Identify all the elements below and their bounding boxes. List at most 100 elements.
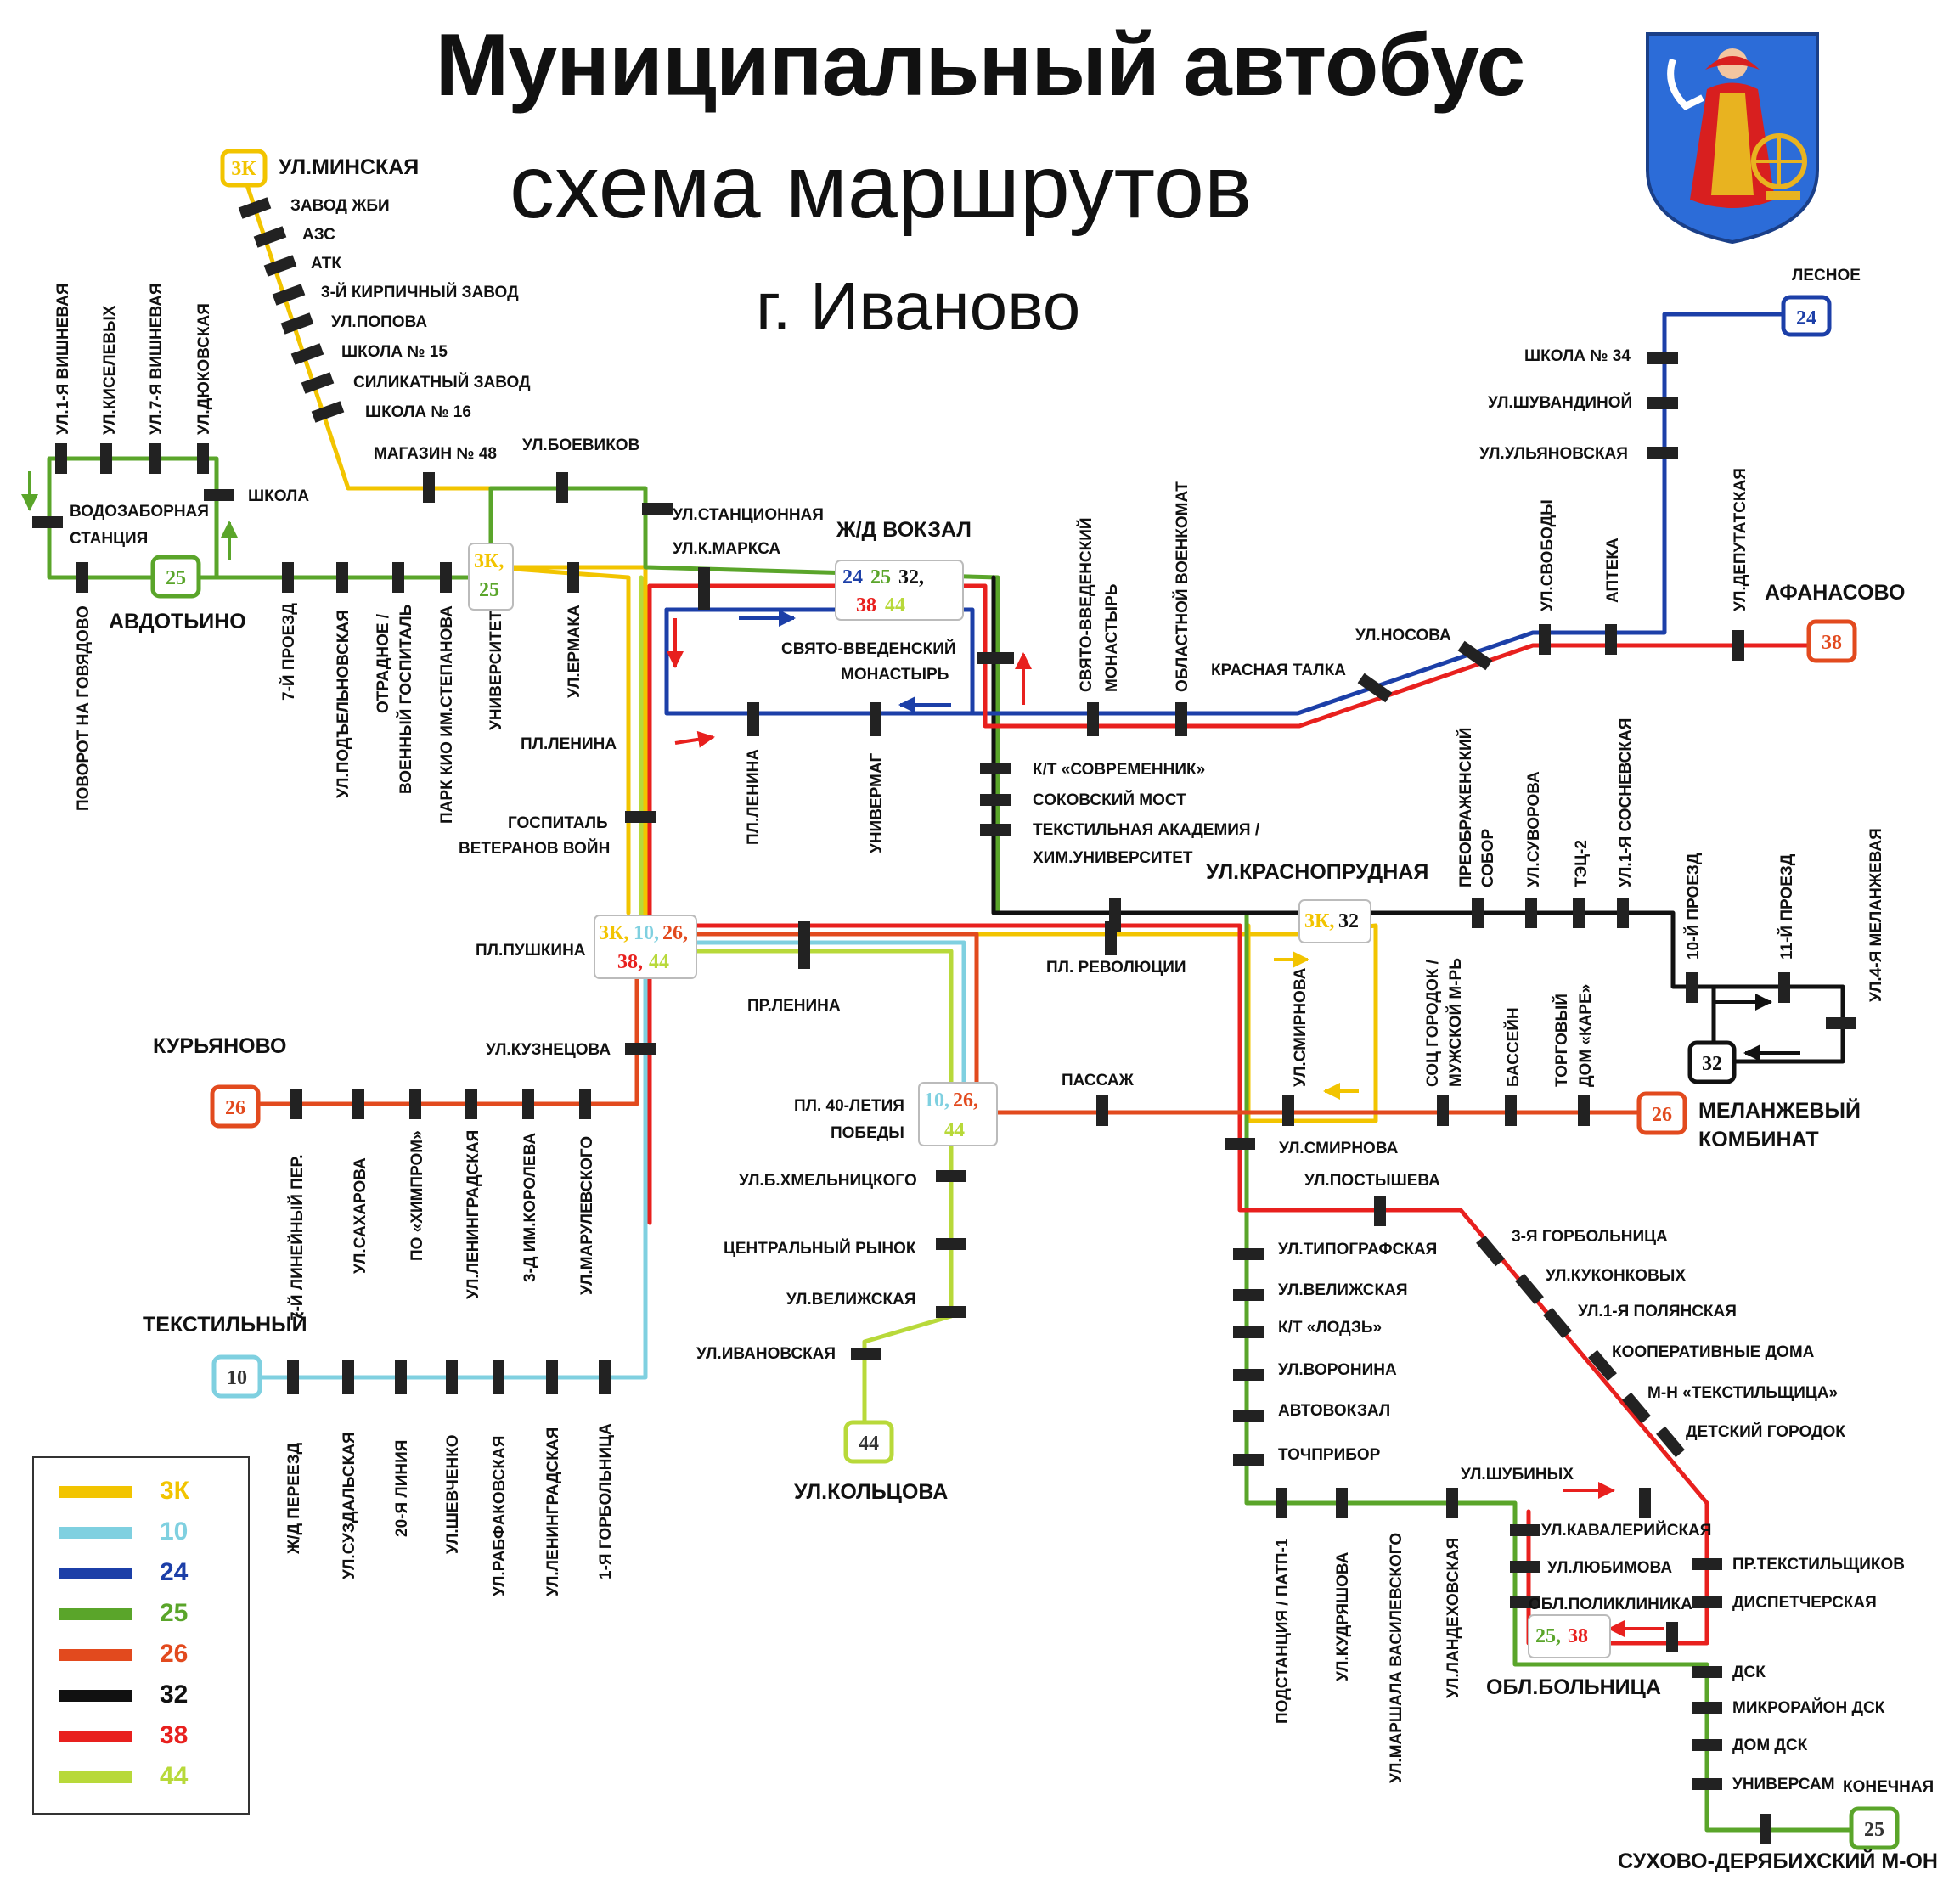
vlabel-proezd7: 7-Й ПРОЕЗД [279, 603, 298, 701]
legend-route-number: 25 [160, 1599, 189, 1627]
legend-color-swatch [59, 1608, 132, 1620]
label-gospital1: ГОСПИТАЛЬ [508, 814, 608, 832]
hub-pobedy-44: 44 [944, 1119, 965, 1141]
vlabel-rabfakovskaya: УЛ.РАБФАКОВСКАЯ [491, 1436, 509, 1596]
legend-color-swatch [59, 1771, 132, 1783]
map-subtitle: схема маршрутов [510, 137, 1253, 237]
hub-krasnoprudnaya-3k: 3К, [1304, 910, 1334, 932]
label-krasnaya-talka: КРАСНАЯ ТАЛКА [1211, 662, 1346, 679]
legend-row: 25 [59, 1597, 229, 1631]
legend-route-number: 44 [160, 1762, 189, 1790]
vlabel-saharova: УЛ.САХАРОВА [352, 1157, 369, 1274]
hub-pushkina-10: 10, [634, 922, 659, 944]
vlabel-svv2: МОНАСТЫРЬ [1103, 584, 1121, 692]
vlabel-otradnoe2: ВОЕННЫЙ ГОСПИТАЛЬ [397, 605, 415, 794]
hub-pobedy-10: 10, [924, 1089, 949, 1112]
vlabel-zhd-pereezd: Ж/Д ПЕРЕЕЗД [285, 1442, 303, 1555]
terminal-44-number: 44 [859, 1433, 879, 1455]
vertical-labels: УЛ.1-Я ВИШНЕВАЯ УЛ.КИСЕЛЕВЫХ УЛ.7-Я ВИШН… [54, 283, 1885, 1783]
legend-color-swatch [59, 1527, 132, 1539]
label-koop-doma: КООПЕРАТИВНЫЕ ДОМА [1612, 1343, 1815, 1361]
label-vodozabor1: ВОДОЗАБОРНАЯ [70, 503, 209, 521]
vlabel-univermag: УНИВЕРМАГ [868, 752, 886, 853]
label-shkola15: ШКОЛА № 15 [341, 343, 448, 361]
label-hmelnickogo: УЛ.Б.ХМЕЛЬНИЦКОГО [739, 1172, 917, 1190]
label-tipografskaya: УЛ.ТИПОГРАФСКАЯ [1278, 1241, 1437, 1258]
terminal-24-number: 24 [1796, 307, 1816, 329]
label-tochpribor: ТОЧПРИБОР [1278, 1446, 1381, 1464]
terminal-26-melanzh-number: 26 [1652, 1104, 1672, 1126]
label-pl40-2: ПОБЕДЫ [831, 1124, 904, 1142]
label-obl-poliklinika: ОБЛ.ПОЛИКЛИНИКА [1529, 1596, 1692, 1613]
label-lyubimova: УЛ.ЛЮБИМОВА [1547, 1559, 1672, 1577]
vlabel-universitet: УНИВЕРСИТЕТ [487, 611, 505, 730]
hub-krasnoprudnaya-32: 32 [1338, 910, 1359, 932]
label-silikat: СИЛИКАТНЫЙ ЗАВОД [353, 373, 531, 391]
hub-vokzal-24: 24 [842, 566, 863, 588]
terminals: 3К 24 25 38 26 10 44 26 32 25 [150, 149, 1900, 1850]
vlabel-kiselevyh: УЛ.КИСЕЛЕВЫХ [101, 305, 119, 435]
label-pr-textilsh: ПР.ТЕКСТИЛЬЩИКОВ [1732, 1556, 1905, 1574]
vlabel-torg2: ДОМ «КАРЕ» [1577, 984, 1595, 1087]
label-gorbol3: 3-Я ГОРБОЛЬНИЦА [1512, 1228, 1668, 1246]
vlabel-tec2: ТЭЦ-2 [1573, 840, 1591, 887]
city-name: г. Иваново [756, 268, 1081, 344]
route-10-line [231, 940, 966, 1380]
vlabel-liniya20: 20-Я ЛИНИЯ [393, 1440, 411, 1537]
legend-route-number: 26 [160, 1640, 189, 1668]
vlabel-landehovskaya: УЛ.ЛАНДЕХОВСКАЯ [1445, 1538, 1462, 1698]
label-shuvandina: УЛ.ШУВАНДИНОЙ [1488, 393, 1632, 412]
label-mn-textilsh: М-Н «ТЕКСТИЛЬЩИЦА» [1647, 1384, 1838, 1402]
legend-route-number: 10 [160, 1517, 189, 1545]
hub-pobedy-26: 26, [953, 1089, 978, 1112]
label-obl-bolnica: ОБЛ.БОЛЬНИЦА [1486, 1675, 1661, 1699]
legend-color-swatch [59, 1690, 132, 1702]
vlabel-socgorodok2: МУЖСКОЙ М-РЬ [1446, 958, 1465, 1087]
label-vodozabor2: СТАНЦИЯ [70, 530, 148, 548]
vlabel-lineyny7: 7-Й ЛИНЕЙНЫЙ ПЕР. [288, 1154, 307, 1320]
label-shubinyh: УЛ.ШУБИНЫХ [1461, 1466, 1574, 1483]
city-emblem-icon [1646, 32, 1819, 245]
label-pl-pushkina: ПЛ.ПУШКИНА [476, 942, 586, 960]
vlabel-proezd11: 11-Й ПРОЕЗД [1777, 853, 1796, 960]
vlabel-svv1: СВЯТО-ВВЕДЕНСКИЙ [1077, 517, 1095, 692]
label-shkola34: ШКОЛА № 34 [1524, 347, 1631, 365]
label-voronina: УЛ.ВОРОНИНА [1278, 1361, 1397, 1379]
vlabel-marulevskogo: УЛ.МАРУЛЕВСКОГО [578, 1136, 596, 1295]
label-lesnoe: ЛЕСНОЕ [1792, 267, 1861, 284]
label-stancionnaya: УЛ.СТАНЦИОННАЯ [673, 506, 824, 524]
label-passazh: ПАССАЖ [1062, 1072, 1135, 1089]
legend-row: 44 [59, 1760, 229, 1794]
label-kukonkovyh: УЛ.КУКОНКОВЫХ [1546, 1267, 1686, 1285]
vlabel-shevchenko: УЛ.ШЕВЧЕНКО [444, 1434, 462, 1554]
label-magazin48: МАГАЗИН № 48 [374, 445, 497, 463]
label-dispetcherskaya: ДИСПЕТЧЕРСКАЯ [1732, 1594, 1877, 1612]
legend-route-number: 3К [160, 1477, 189, 1505]
hub-pushkina-26: 26, [662, 922, 688, 944]
label-dsk: ДСК [1732, 1664, 1766, 1681]
hub-vokzal-44: 44 [885, 594, 905, 616]
vlabel-himprom: ПО «ХИМПРОМ» [408, 1130, 426, 1261]
label-dom-dsk: ДОМ ДСК [1732, 1737, 1808, 1754]
label-gospital2: ВЕТЕРАНОВ ВОЙН [459, 839, 610, 858]
legend-color-swatch [59, 1731, 132, 1742]
terminal-26-kuryanovo-number: 26 [225, 1097, 245, 1119]
label-kt-sovremennik: К/Т «СОВРЕМЕННИК» [1033, 761, 1205, 779]
vlabel-preobr1: ПРЕОБРАЖЕНСКИЙ [1456, 728, 1475, 887]
label-kmarksa: УЛ.К.МАРКСА [673, 540, 780, 558]
vlabel-sosnevskaya: УЛ.1-Я СОСНЕВСКАЯ [1617, 718, 1635, 887]
vlabel-melanzhevaya: УЛ.4-Я МЕЛАНЖЕВАЯ [1867, 828, 1885, 1002]
legend-color-swatch [59, 1486, 132, 1498]
label-avtovokzal: АВТОВОКЗАЛ [1278, 1402, 1390, 1420]
terminal-38-number: 38 [1822, 632, 1842, 654]
terminal-32-number: 32 [1702, 1053, 1722, 1075]
label-melanzh1: МЕЛАНЖЕВЫЙ [1698, 1097, 1861, 1123]
label-mkr-dsk: МИКРОРАЙОН ДСК [1732, 1698, 1885, 1717]
legend-color-swatch [59, 1568, 132, 1579]
vlabel-bassein: БАССЕЙН [1504, 1007, 1523, 1087]
legend-color-swatch [59, 1649, 132, 1661]
hubs: 24 25 32, 38 44 3К, 25 3К, 10, 26, 38, 4… [468, 543, 1611, 1658]
